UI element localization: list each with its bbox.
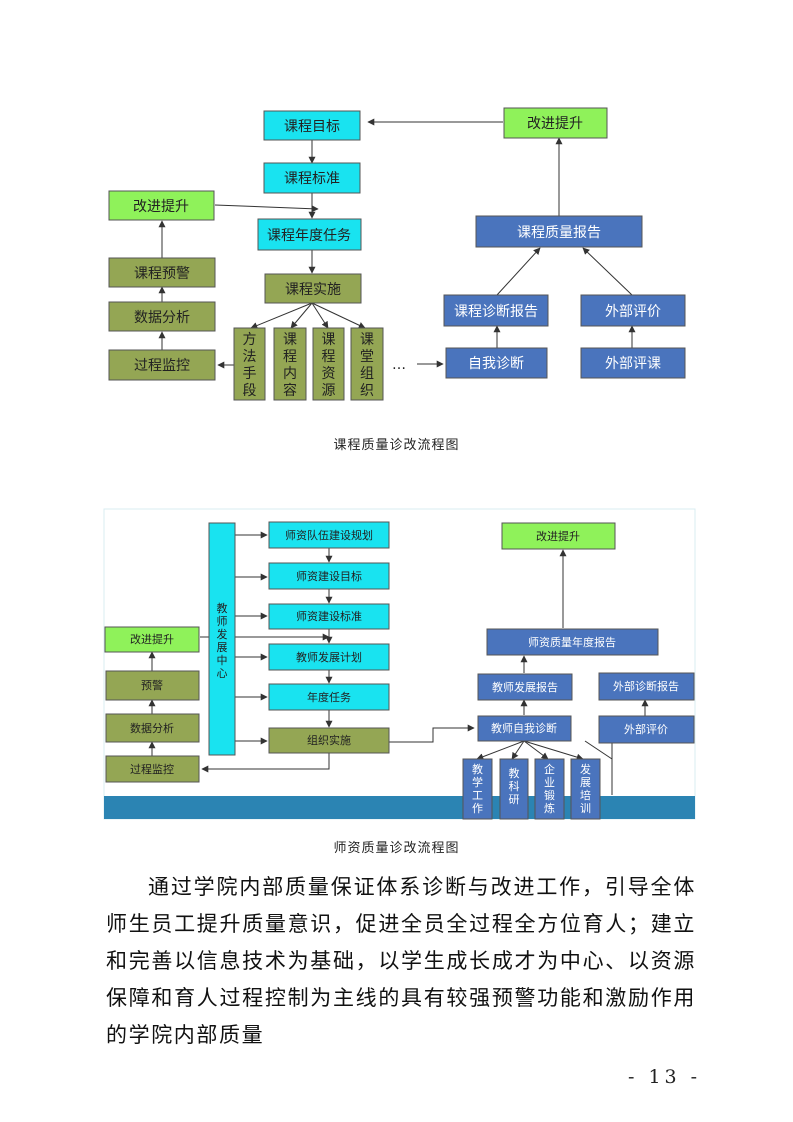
content-label: 课程内容 bbox=[283, 332, 297, 399]
quality-report-label-2: 师资质量年度报告 bbox=[528, 635, 616, 649]
self-diag-box: 自我诊断 bbox=[445, 347, 548, 379]
method-label: 方法手段 bbox=[243, 332, 257, 399]
build-standard-box: 师资建设标准 bbox=[268, 603, 390, 630]
annual-task-box-2: 年度任务 bbox=[268, 683, 390, 711]
ext-diag-report-label: 外部诊断报告 bbox=[613, 679, 679, 693]
training-box: 发展培训 bbox=[570, 758, 601, 820]
data-analysis-box: 数据分析 bbox=[108, 301, 216, 332]
improve-right-label-2: 改进提升 bbox=[536, 529, 580, 543]
external-eval-box: 外部评价 bbox=[580, 294, 686, 327]
warning-box-2: 预警 bbox=[105, 670, 200, 701]
teacher-quality-diagram: 教师发展中心 师资队伍建设规划 师资建设目标 师资建设标准 教师发展计划 年度任… bbox=[103, 508, 696, 820]
page-number: - 13 - bbox=[628, 1066, 702, 1088]
improve-left-box-2: 改进提升 bbox=[104, 626, 200, 653]
implementation-box: 课程实施 bbox=[264, 273, 362, 304]
build-goal-box: 师资建设目标 bbox=[268, 562, 390, 590]
diag-report-box: 课程诊断报告 bbox=[443, 294, 549, 327]
resource-label: 课程资源 bbox=[322, 332, 336, 399]
course-standard-label: 课程标准 bbox=[284, 171, 340, 187]
org-impl-box: 组织实施 bbox=[268, 727, 390, 754]
content-box: 课程内容 bbox=[273, 327, 307, 401]
warning-label: 课程预警 bbox=[134, 266, 190, 282]
training-label: 发展培训 bbox=[580, 762, 591, 815]
data-analysis-box-2: 数据分析 bbox=[105, 713, 200, 743]
diag-report-label: 课程诊断报告 bbox=[454, 304, 538, 320]
improve-right-label: 改进提升 bbox=[527, 116, 583, 132]
resource-box: 课程资源 bbox=[312, 327, 345, 401]
external-eval-box-2: 外部评价 bbox=[598, 715, 695, 744]
process-monitor-box-2: 过程监控 bbox=[105, 755, 200, 783]
course-standard-box: 课程标准 bbox=[263, 162, 361, 194]
team-plan-box: 师资队伍建设规划 bbox=[268, 521, 390, 549]
improve-right-box-2: 改进提升 bbox=[501, 522, 616, 550]
self-diag-label: 自我诊断 bbox=[468, 356, 524, 372]
body-paragraph: 通过学院内部质量保证体系诊断与改进工作，引导全体师生员工提升质量意识，促进全员全… bbox=[106, 869, 696, 1054]
organization-label: 课堂组织 bbox=[360, 332, 374, 399]
center-label: 教师发展中心 bbox=[217, 602, 228, 680]
org-impl-label: 组织实施 bbox=[307, 733, 351, 747]
body-paragraph-text: 通过学院内部质量保证体系诊断与改进工作，引导全体师生员工提升质量意识，促进全员全… bbox=[106, 875, 696, 1047]
data-analysis-label-2: 数据分析 bbox=[130, 721, 174, 735]
external-review-box: 外部评课 bbox=[580, 347, 686, 379]
quality-report-box-2: 师资质量年度报告 bbox=[486, 628, 659, 656]
enterprise-label: 企业锻炼 bbox=[544, 762, 555, 815]
external-eval-label-2: 外部评价 bbox=[624, 722, 668, 736]
improve-right-box: 改进提升 bbox=[503, 107, 608, 139]
research-box: 教科研 bbox=[499, 758, 529, 820]
enterprise-box: 企业锻炼 bbox=[534, 758, 565, 820]
annual-task-label-2: 年度任务 bbox=[307, 690, 351, 704]
course-quality-diagram: 课程目标 课程标准 课程年度任务 课程实施 改进提升 课程预警 bbox=[108, 107, 686, 401]
center-box: 教师发展中心 bbox=[208, 522, 236, 756]
dev-plan-label: 教师发展计划 bbox=[296, 650, 362, 664]
improve-left-label-2: 改进提升 bbox=[130, 632, 174, 646]
annual-task-label: 课程年度任务 bbox=[267, 228, 351, 244]
annual-task-box: 课程年度任务 bbox=[257, 218, 362, 251]
caption-teacher-diagram: 师资质量诊改流程图 bbox=[333, 841, 460, 856]
caption-course-diagram: 课程质量诊改流程图 bbox=[333, 438, 460, 453]
dev-report-box: 教师发展报告 bbox=[477, 673, 573, 701]
teaching-label: 教学工作 bbox=[472, 763, 483, 815]
warning-box: 课程预警 bbox=[108, 257, 216, 288]
teaching-box: 教学工作 bbox=[462, 758, 493, 820]
improve-left-label: 改进提升 bbox=[133, 199, 189, 215]
dev-plan-box: 教师发展计划 bbox=[268, 643, 390, 671]
bottom-band bbox=[104, 796, 695, 819]
course-goal-box: 课程目标 bbox=[263, 110, 361, 141]
build-standard-label: 师资建设标准 bbox=[296, 609, 362, 623]
method-box: 方法手段 bbox=[233, 327, 266, 401]
improve-left-box: 改进提升 bbox=[108, 190, 215, 221]
team-plan-label: 师资队伍建设规划 bbox=[285, 528, 373, 542]
process-monitor-label: 过程监控 bbox=[134, 358, 190, 374]
dev-report-label: 教师发展报告 bbox=[492, 680, 558, 694]
course-goal-label: 课程目标 bbox=[284, 119, 340, 135]
process-monitor-box: 过程监控 bbox=[108, 349, 216, 381]
quality-report-label: 课程质量报告 bbox=[517, 225, 601, 241]
ext-diag-report-box: 外部诊断报告 bbox=[598, 672, 695, 701]
implementation-label: 课程实施 bbox=[285, 282, 341, 298]
ellipsis-2: … bbox=[602, 784, 613, 797]
external-eval-label: 外部评价 bbox=[605, 304, 661, 320]
quality-report-box: 课程质量报告 bbox=[475, 215, 643, 248]
process-monitor-label-2: 过程监控 bbox=[130, 762, 174, 776]
build-goal-label: 师资建设目标 bbox=[296, 569, 362, 583]
warning-label-2: 预警 bbox=[141, 678, 163, 692]
self-diag-label-2: 教师自我诊断 bbox=[491, 721, 557, 735]
research-label: 教科研 bbox=[509, 767, 520, 806]
organization-box: 课堂组织 bbox=[350, 327, 384, 401]
data-analysis-label: 数据分析 bbox=[134, 310, 190, 326]
ellipsis-1: … bbox=[392, 357, 406, 373]
external-review-label: 外部评课 bbox=[605, 356, 661, 372]
self-diag-box-2: 教师自我诊断 bbox=[477, 715, 572, 742]
